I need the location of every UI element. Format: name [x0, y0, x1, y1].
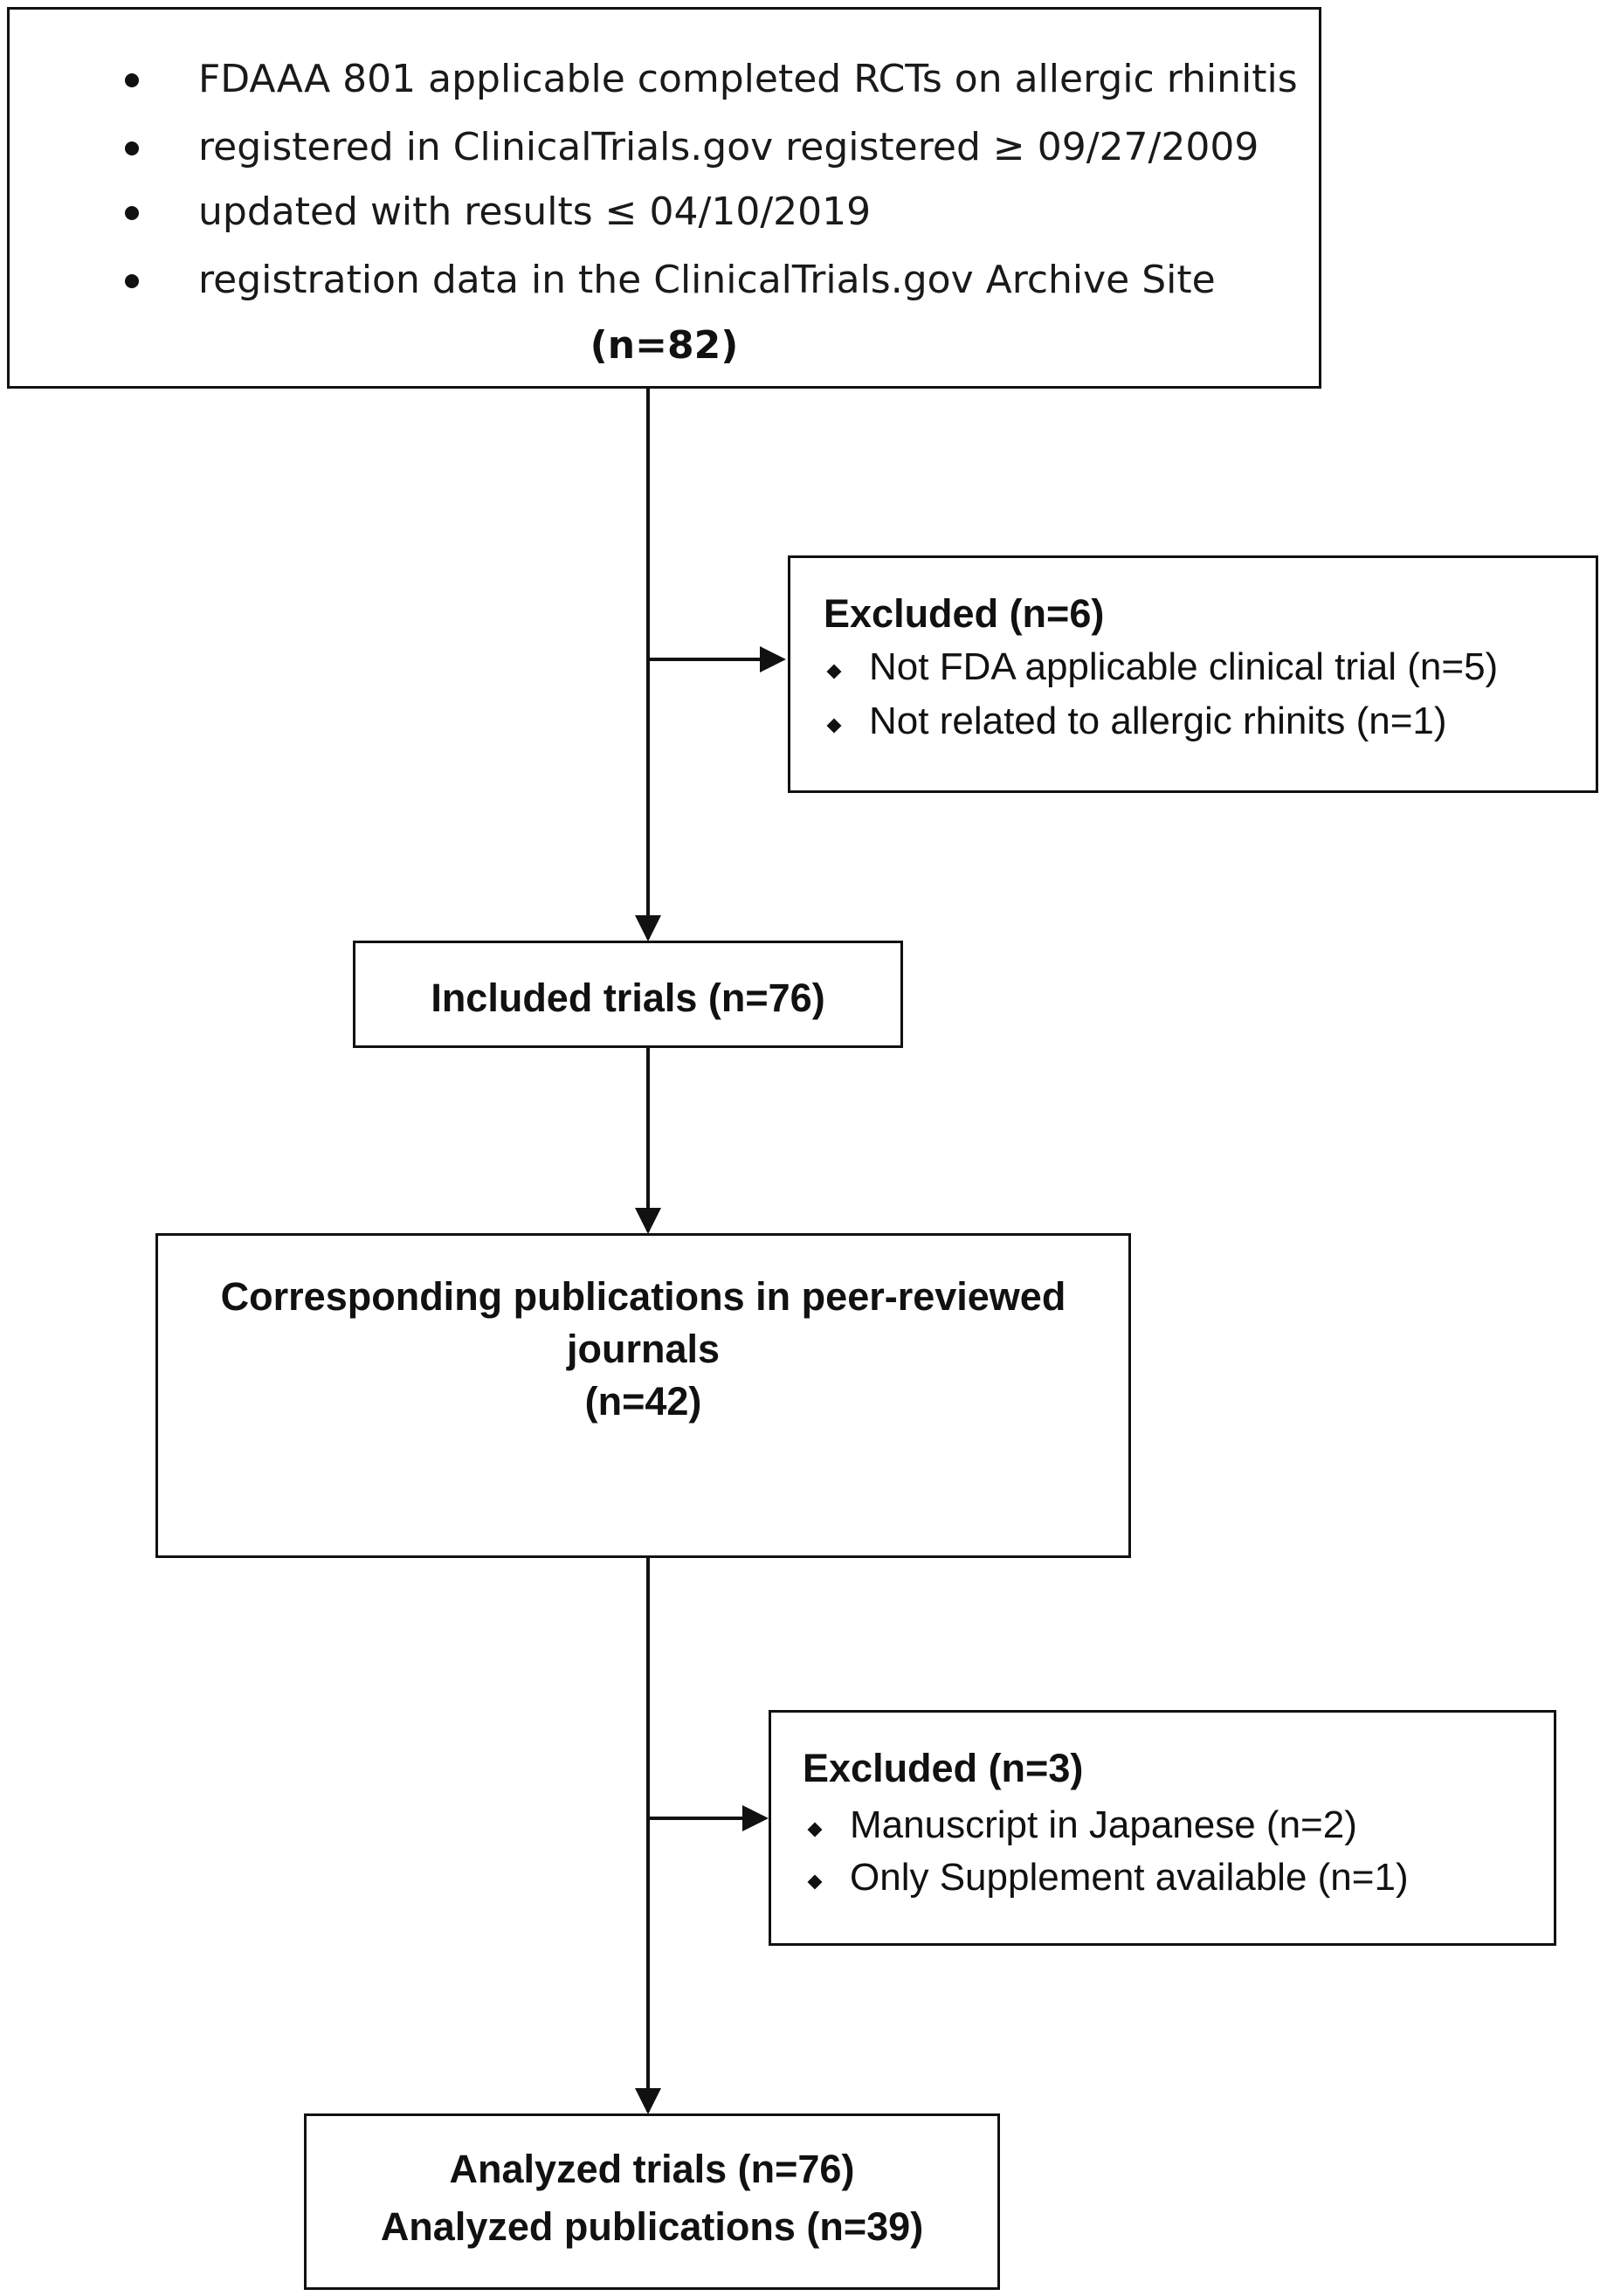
analyzed-box: Analyzed trials (n=76) Analyzed publicat… — [304, 2113, 1000, 2290]
arrowhead-excluded-1 — [760, 646, 786, 672]
excluded-box-2: Excluded (n=3) Manuscript in Japanese (n… — [769, 1710, 1556, 1946]
criteria-text: registered in ClinicalTrials.gov registe… — [198, 125, 1259, 169]
publications-title: Corresponding publications in peer-revie… — [220, 1274, 1066, 1319]
diamond-bullet-icon — [826, 664, 842, 679]
diamond-bullet-icon — [826, 718, 842, 734]
excluded-1-title: Excluded (n=6) — [824, 591, 1105, 636]
included-trials-box: Included trials (n=76) — [353, 941, 903, 1048]
excluded-1-item: Not related to allergic rhinits (n=1) — [869, 700, 1447, 742]
included-trials-label: Included trials (n=76) — [431, 976, 825, 1020]
excluded-2-item: Manuscript in Japanese (n=2) — [850, 1803, 1357, 1846]
diamond-bullet-icon — [807, 1874, 823, 1890]
excluded-box-1: Excluded (n=6) Not FDA applicable clinic… — [788, 555, 1598, 793]
criteria-text: registration data in the ClinicalTrials.… — [198, 258, 1216, 302]
criteria-text: updated with results ≤ 04/10/2019 — [198, 190, 872, 234]
publications-title-cont: journals — [566, 1327, 721, 1371]
arrowhead-included — [635, 915, 661, 941]
criteria-text: FDAAA 801 applicable completed RCTs on a… — [198, 57, 1298, 101]
excluded-2-title: Excluded (n=3) — [803, 1746, 1084, 1790]
excluded-1-item: Not FDA applicable clinical trial (n=5) — [869, 645, 1499, 688]
publications-box: Corresponding publications in peer-revie… — [155, 1233, 1131, 1558]
bullet-icon — [125, 141, 139, 155]
criteria-item: updated with results ≤ 04/10/2019 — [10, 182, 1319, 243]
bullet-icon — [125, 206, 139, 220]
bullet-icon — [125, 73, 139, 87]
criteria-item: registered in ClinicalTrials.gov registe… — [10, 117, 1319, 178]
criteria-item: registration data in the ClinicalTrials.… — [10, 250, 1319, 311]
excluded-2-item: Only Supplement available (n=1) — [850, 1856, 1409, 1899]
criteria-item: FDAAA 801 applicable completed RCTs on a… — [10, 49, 1319, 110]
eligibility-box: FDAAA 801 applicable completed RCTs on a… — [7, 7, 1321, 389]
publications-count: (n=42) — [584, 1379, 702, 1424]
arrowhead-analyzed — [635, 2088, 661, 2114]
bullet-icon — [125, 274, 139, 288]
arrowhead-excluded-2 — [742, 1805, 769, 1831]
diamond-bullet-icon — [807, 1822, 823, 1837]
analyzed-publications-label: Analyzed publications (n=39) — [380, 2204, 924, 2249]
eligibility-count: (n=82) — [590, 323, 739, 368]
arrowhead-publications — [635, 1208, 661, 1234]
analyzed-trials-label: Analyzed trials (n=76) — [449, 2147, 855, 2191]
